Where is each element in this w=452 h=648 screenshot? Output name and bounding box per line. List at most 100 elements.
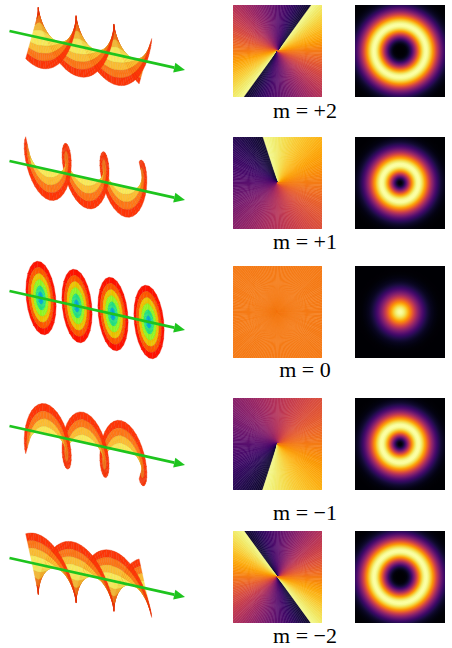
wavefront-patch [146, 310, 148, 316]
wavefront-patch [36, 59, 39, 67]
wavefront-patch [34, 24, 36, 30]
wavefront-patch [40, 23, 42, 31]
wavefront-patch [112, 302, 113, 308]
wavefront-patch [73, 269, 77, 276]
wavefront-patch [145, 285, 149, 292]
wavefront-patch [124, 303, 128, 313]
wavefront-patch [37, 261, 41, 268]
phase-wedge [266, 183, 277, 229]
wavefront-patch [107, 48, 111, 51]
wavefront-patch [110, 289, 113, 296]
wavefront-patch [76, 31, 78, 39]
wavefront-patch [86, 286, 90, 297]
wavefront-patch [146, 297, 149, 304]
wavefront-patch [140, 65, 145, 70]
wavefront-patch [64, 144, 66, 153]
phase-wedge [278, 51, 323, 57]
phase-wedge [233, 172, 278, 183]
wavefront-patch [147, 304, 149, 310]
wavefront-patch [76, 294, 77, 300]
wavefront-patch [38, 273, 41, 280]
wavefront-patch [115, 39, 116, 47]
wavefront-patch [74, 281, 77, 288]
wavefront-patch [65, 151, 67, 160]
wavefront-patch [139, 160, 141, 169]
phase-wedge [275, 183, 278, 229]
wavefront-patch [112, 61, 114, 69]
phase-wedge [233, 169, 278, 183]
phase-wedge [278, 137, 286, 183]
wavefront-patch [143, 183, 147, 189]
phase-wedge [278, 51, 323, 65]
wavefront-patch [38, 15, 40, 23]
phase-wedge [278, 137, 289, 183]
phase-wedge [233, 40, 278, 51]
wavefront-patch [141, 168, 143, 177]
wavefront-patch [141, 193, 146, 200]
wavefront-patch [74, 67, 77, 75]
intensity-profile [355, 5, 445, 97]
wavefront-patch [76, 311, 77, 318]
wavefront-patch [148, 327, 149, 334]
phase-wedge [264, 183, 278, 229]
phase-wedge [272, 183, 278, 229]
wavefront-patch [54, 45, 58, 51]
wavefront-patch [39, 15, 41, 23]
wavefront-patch [111, 296, 113, 302]
phase-wedge [266, 51, 277, 97]
wavefront-patch [36, 44, 38, 52]
phase-wedge [264, 51, 278, 97]
wavefront-patch [112, 68, 114, 76]
phase-wedge [272, 51, 278, 97]
phase-wedge [278, 5, 289, 51]
wavefront-patch [115, 39, 117, 47]
beam-row [10, 0, 446, 131]
wavefront-patch [148, 310, 149, 316]
helical-wavefront [10, 261, 186, 359]
phase-wedge [277, 5, 280, 51]
wavefront-patch [77, 23, 78, 31]
wavefront-patch [115, 32, 117, 40]
wavefront-patch [103, 159, 104, 167]
phase-wedge [278, 51, 323, 54]
phase-wedge [233, 43, 278, 51]
phase-wedge [233, 48, 278, 51]
wavefront-patch [76, 23, 78, 31]
intensity-profile [355, 137, 445, 229]
wavefront-patch [160, 311, 164, 321]
phase-wedge [277, 137, 280, 183]
wavefront-patch [77, 24, 79, 32]
phase-wedge [233, 175, 278, 183]
phase-wedge [278, 5, 292, 51]
phase-wedge [278, 183, 323, 189]
phase-wedge [278, 137, 284, 183]
wavefront-patch [106, 174, 110, 180]
wavefront-patch [38, 22, 40, 30]
phase-wedge [278, 183, 323, 186]
wavefront-patch [65, 177, 70, 184]
phase-wedge [233, 37, 278, 51]
phase-map [233, 5, 322, 97]
phase-wedge [278, 51, 323, 59]
wavefront-patch [75, 288, 77, 294]
phase-wedge [278, 137, 292, 183]
wavefront-patch [114, 32, 116, 40]
wavefront-patch [40, 286, 41, 292]
wavefront-patch [145, 56, 149, 59]
wavefront-patch [39, 280, 41, 286]
wavefront-patch [36, 23, 37, 30]
wavefront-patch [125, 321, 128, 331]
wavefront-patch [101, 152, 103, 161]
wavefront-patch [37, 12, 39, 19]
wavefront-patch [64, 49, 69, 54]
phase-wedge [275, 51, 278, 97]
wavefront-patch [158, 302, 162, 313]
wavefront-patch [39, 22, 40, 30]
wavefront-patch [114, 32, 115, 40]
wavefront-patch [113, 39, 115, 47]
wavefront-patch [102, 57, 107, 62]
wavefront-patch [40, 23, 42, 31]
phase-map [233, 137, 322, 229]
wavefront-patch [109, 277, 113, 284]
